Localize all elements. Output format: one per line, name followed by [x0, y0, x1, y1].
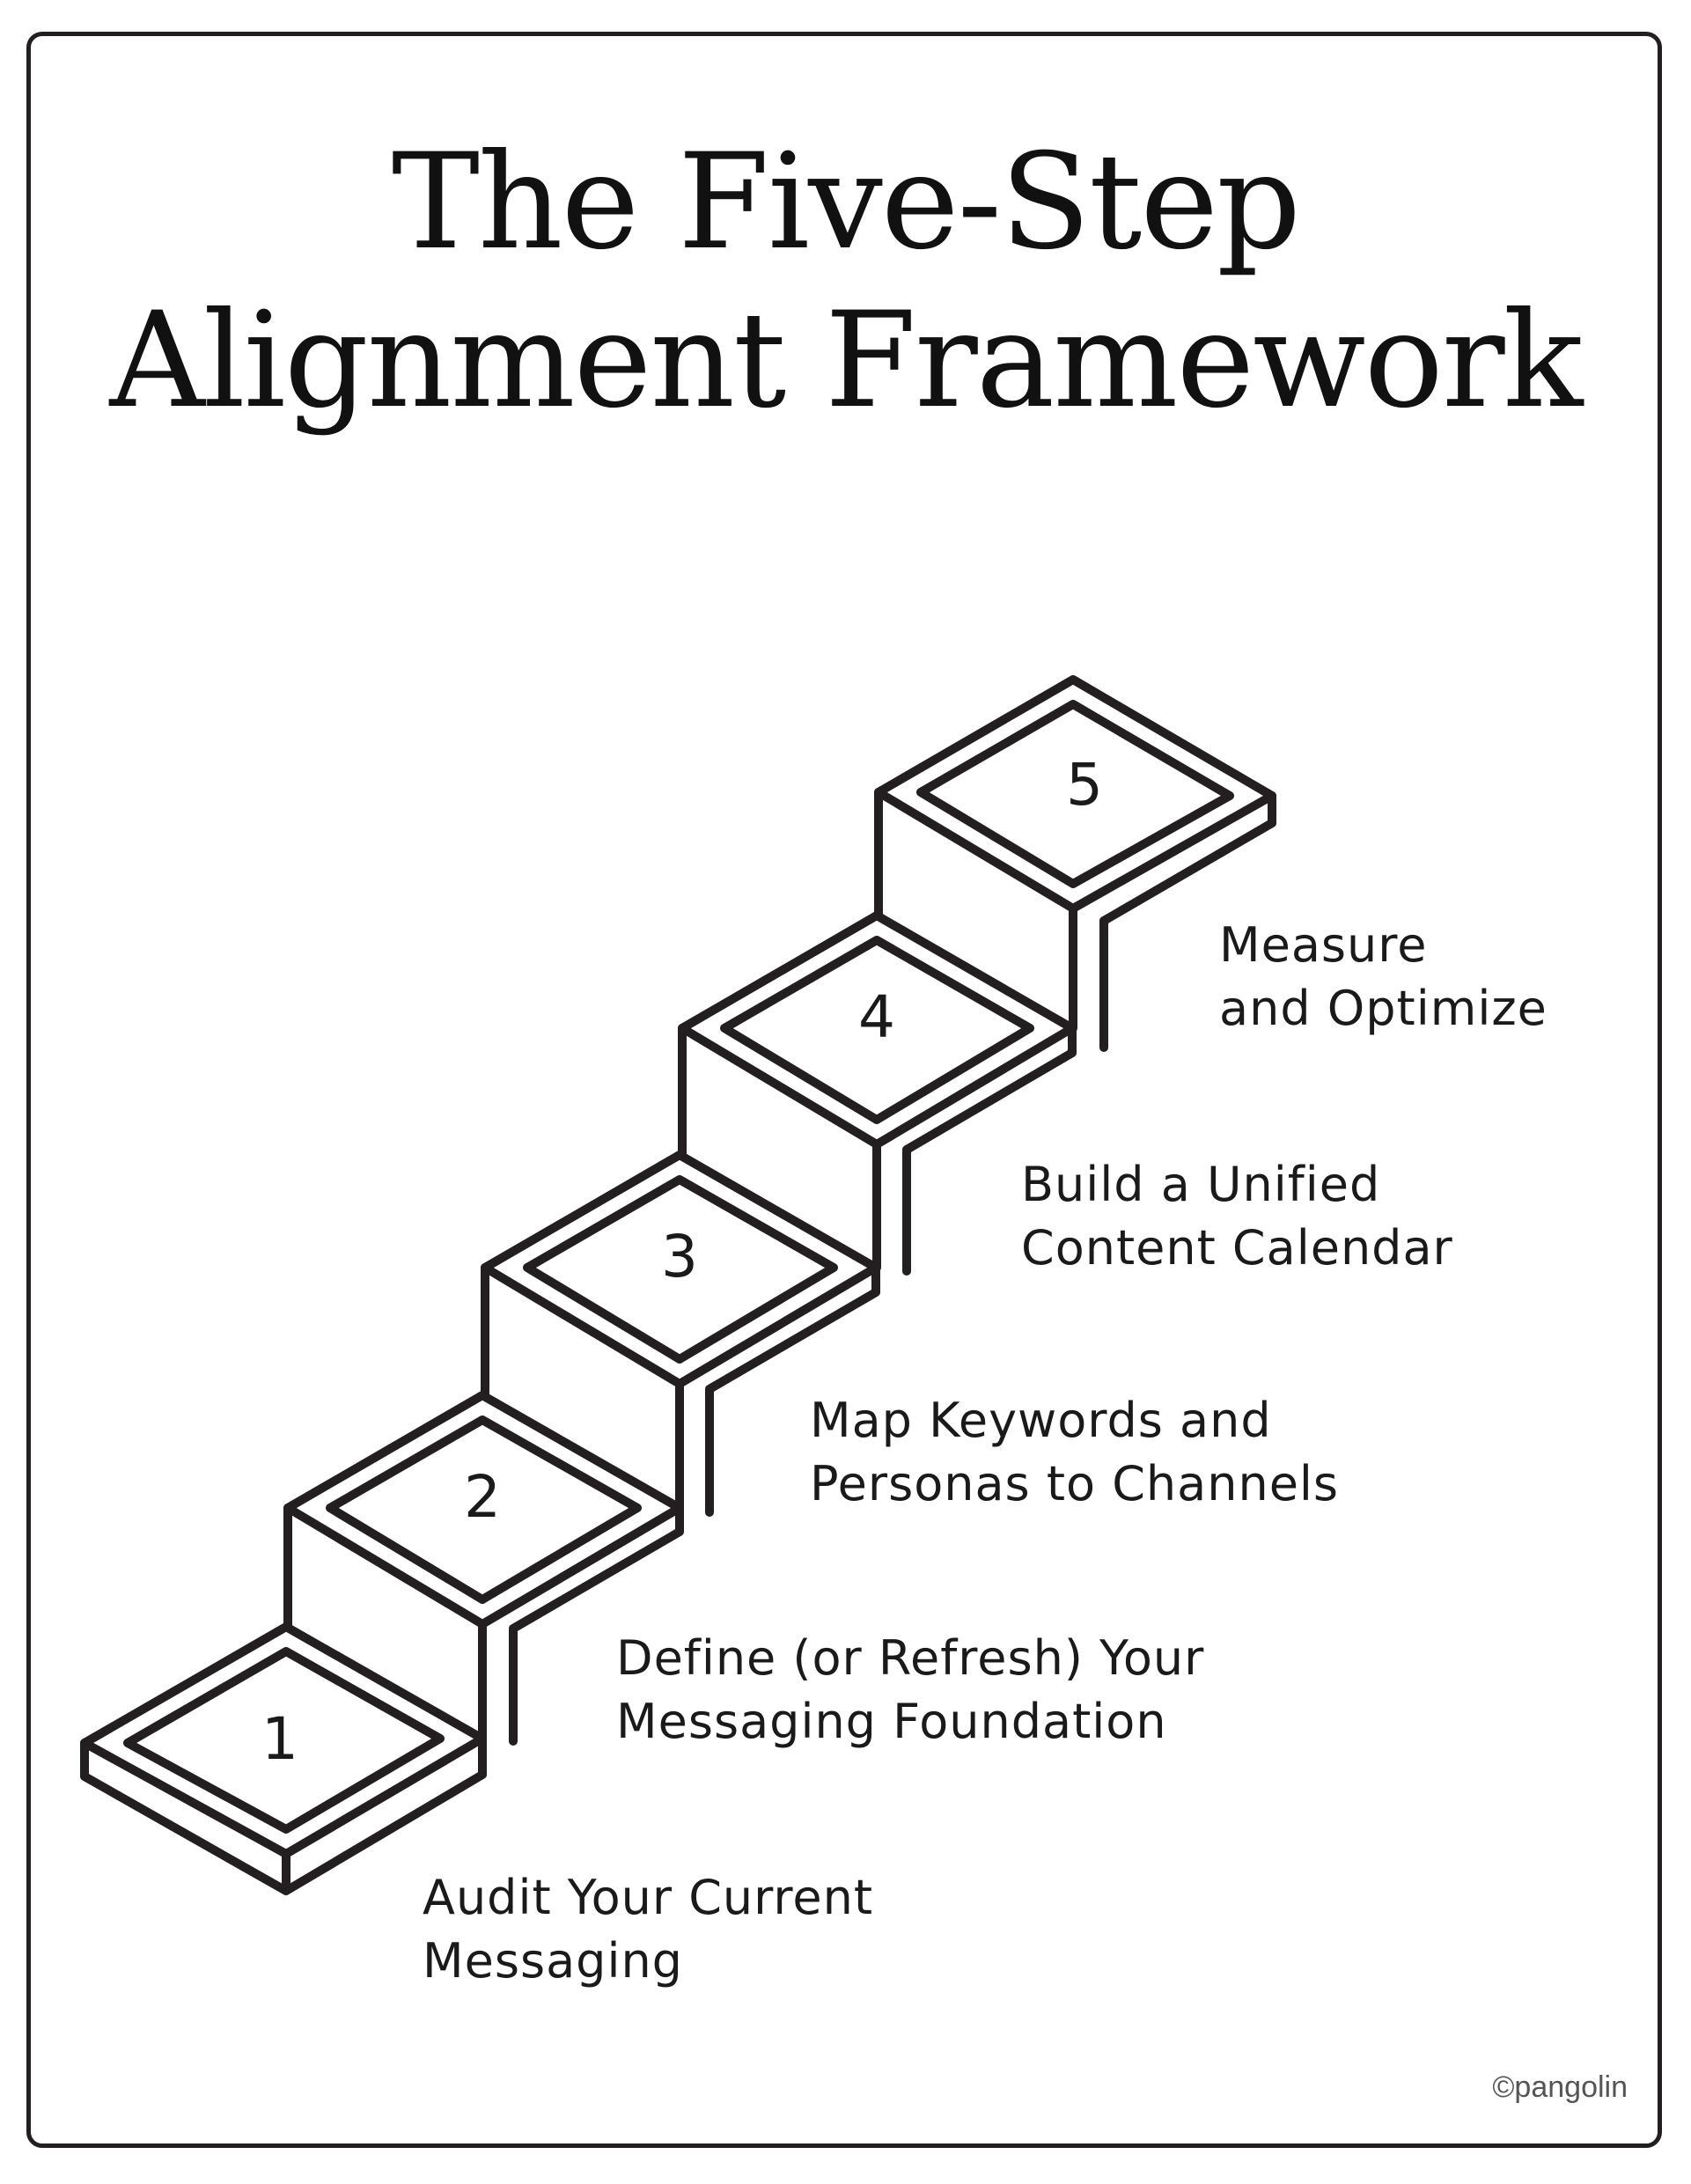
step-label-5-line-2: and Optimize	[1219, 981, 1548, 1036]
step-blocks	[80, 675, 1276, 1895]
step-label-2: Define (or Refresh) Your Messaging Found…	[616, 1627, 1204, 1754]
step-number-3: 3	[661, 1223, 698, 1291]
step-numbers: 1 2 3 4 5	[261, 751, 1103, 1773]
step-label-5: Measure and Optimize	[1219, 914, 1548, 1041]
title-line-2: Alignment Framework	[109, 284, 1584, 438]
step-label-1-line-1: Audit Your Current	[423, 1870, 874, 1925]
step-number-5: 5	[1066, 751, 1103, 819]
step-label-5-line-1: Measure	[1219, 917, 1428, 973]
step-number-1: 1	[261, 1705, 298, 1773]
step-number-4: 4	[858, 983, 895, 1051]
step-label-3: Map Keywords and Personas to Channels	[810, 1389, 1339, 1516]
step-label-4-line-2: Content Calendar	[1021, 1220, 1453, 1276]
step-label-1-line-2: Messaging	[423, 1933, 683, 1989]
page-title: The Five-Step Alignment Framework	[0, 123, 1691, 440]
step-label-1: Audit Your Current Messaging	[423, 1866, 873, 1993]
copyright-notice: ©pangolin	[1492, 2070, 1628, 2104]
step-number-2: 2	[464, 1463, 501, 1531]
step-label-4-line-1: Build a Unified	[1021, 1157, 1381, 1212]
title-line-1: The Five-Step	[391, 126, 1301, 279]
step-label-3-line-1: Map Keywords and	[810, 1393, 1272, 1448]
step-label-4: Build a Unified Content Calendar	[1021, 1153, 1453, 1280]
step-label-2-line-2: Messaging Foundation	[616, 1694, 1167, 1749]
step-label-3-line-2: Personas to Channels	[810, 1456, 1340, 1511]
step-label-2-line-1: Define (or Refresh) Your	[616, 1630, 1205, 1686]
step-block-5	[874, 675, 1276, 1052]
